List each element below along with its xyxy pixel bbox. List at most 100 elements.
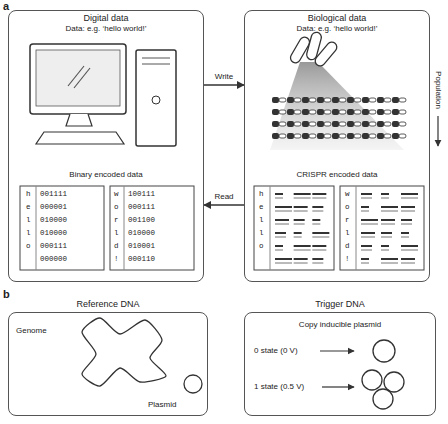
illustration-part <box>275 263 292 264</box>
illustration-part <box>347 97 354 103</box>
annotation-text: Plasmid <box>148 400 176 409</box>
illustration-part <box>294 134 301 138</box>
illustration-part <box>287 121 294 127</box>
illustration-part <box>369 98 376 102</box>
illustration-part <box>309 98 316 102</box>
panel-box: Digital data <box>8 10 204 282</box>
illustration-part <box>401 237 409 238</box>
illustration-part <box>312 237 329 238</box>
illustration-part <box>381 198 389 199</box>
illustration-part <box>302 133 309 139</box>
table-cell: 010000 <box>128 229 155 238</box>
plasmid-circle <box>373 389 393 409</box>
illustration-part <box>399 134 406 138</box>
spacer-bars <box>275 194 418 263</box>
illustration-part <box>312 198 326 199</box>
illustration-part <box>312 224 320 225</box>
illustration-part <box>324 98 331 102</box>
illustration-part <box>347 121 354 127</box>
table-cell: l <box>26 216 31 225</box>
edge-label: Read <box>213 192 234 201</box>
table-cell: e <box>259 203 264 212</box>
table-cell: 000110 <box>128 255 155 264</box>
illustration-part <box>377 97 384 103</box>
illustration-part <box>332 133 339 139</box>
illustration-part <box>294 211 308 212</box>
illustration-part <box>381 211 398 212</box>
table-frame <box>20 186 104 270</box>
table-cell: ! <box>114 255 119 264</box>
illustration-part <box>294 263 308 264</box>
annotation-text: Data: e.g. ‘hello world!’ <box>66 24 147 33</box>
illustration-part <box>294 224 305 225</box>
panel-box: Biological data <box>244 10 430 282</box>
illustration-part <box>361 232 375 234</box>
table-cell: ! <box>345 255 350 264</box>
illustration-part <box>309 122 316 126</box>
illustration-part <box>361 219 378 221</box>
table-rule <box>36 186 37 270</box>
table-frame <box>110 186 194 270</box>
illustration-part <box>332 109 339 115</box>
illustration-part <box>384 122 391 126</box>
bacteria-icon <box>289 31 339 68</box>
table-cell: r <box>114 216 119 225</box>
illustration-part <box>401 198 418 199</box>
illustration-part <box>317 109 324 115</box>
edge-label: Write <box>214 72 235 81</box>
population-arrow <box>437 116 438 146</box>
illustration-part <box>361 263 369 264</box>
illustration-part <box>294 110 301 114</box>
illustration-part <box>279 98 286 102</box>
annotation-text: Population <box>433 71 442 109</box>
illustration-part <box>392 121 399 127</box>
illustration-part <box>275 245 283 247</box>
illustration-part <box>74 68 90 88</box>
panel-heading: Trigger DNA <box>245 299 435 309</box>
illustration-part <box>361 237 375 238</box>
table-rule <box>356 186 357 270</box>
illustration-part <box>369 134 376 138</box>
illustration-part <box>361 193 372 195</box>
illustration-part <box>369 122 376 126</box>
illustration-part <box>362 97 369 103</box>
table-cell: w <box>345 190 350 199</box>
table-cell: h <box>259 190 264 199</box>
illustration-part <box>312 193 326 195</box>
illustration-part <box>339 98 346 102</box>
flow-arrow <box>204 204 244 205</box>
table-cell: 001111 <box>40 190 67 199</box>
illustration-part <box>361 245 372 247</box>
illustration-part <box>401 245 418 247</box>
illustration-part <box>275 258 292 260</box>
illustration-part <box>401 219 412 221</box>
illustration-part <box>309 110 316 114</box>
illustration-part <box>302 97 309 103</box>
illustration-part <box>294 219 305 221</box>
illustration-part <box>401 258 415 260</box>
illustration-part <box>136 50 176 146</box>
illustration-part <box>399 110 406 114</box>
illustration-part <box>312 232 329 234</box>
illustration-part <box>312 263 323 264</box>
illustration-part <box>272 97 279 103</box>
illustration-part <box>361 198 372 199</box>
illustration-part <box>392 133 399 139</box>
crispr-array <box>272 97 406 139</box>
illustration-part <box>381 193 389 195</box>
illustration-part <box>294 193 311 195</box>
illustration-part <box>302 109 309 115</box>
state-arrow <box>322 386 354 387</box>
illustration-part <box>347 109 354 115</box>
plasmid-circle <box>184 375 202 393</box>
illustration-part <box>66 114 92 126</box>
illustration-part <box>381 232 392 234</box>
illustration-part <box>399 122 406 126</box>
illustration-part <box>294 206 308 208</box>
plasmid-circle <box>384 372 404 392</box>
illustration-part <box>401 232 409 234</box>
illustration-part <box>317 97 324 103</box>
table-cell: d <box>114 242 119 251</box>
plasmid-circle <box>373 340 395 362</box>
